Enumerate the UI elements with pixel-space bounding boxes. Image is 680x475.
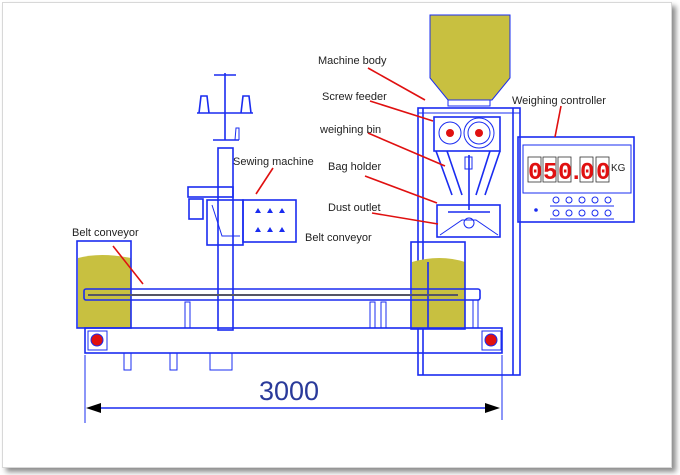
display-unit: KG	[611, 163, 626, 174]
weighing-bin	[435, 150, 501, 210]
dimension-label: 3000	[259, 376, 319, 406]
display-digit: 0	[558, 160, 572, 187]
hopper	[429, 14, 511, 107]
label-belt-conveyor-right: Belt conveyor	[305, 232, 372, 244]
label-dust-outlet: Dust outlet	[328, 202, 381, 214]
belt-conveyor	[83, 288, 481, 329]
sewing-machine	[187, 73, 297, 331]
label-bag-holder: Bag holder	[328, 161, 382, 173]
weight-display: 0 5 0 . 0 0 KG	[527, 156, 626, 187]
controller-buttons	[534, 196, 614, 220]
label-screw-feeder: Screw feeder	[322, 91, 387, 103]
display-digit: 5	[543, 160, 557, 187]
leader-lines	[112, 67, 562, 285]
weighing-controller: 0 5 0 . 0 0 KG	[517, 136, 635, 223]
diagram-frame	[2, 2, 672, 468]
display-decimal: .	[569, 160, 583, 187]
dimension-line: 3000	[84, 355, 503, 423]
label-weighing-bin: weighing bin	[319, 124, 381, 136]
screw-feeder	[433, 116, 501, 152]
bag-left	[76, 240, 132, 329]
display-digit: 0	[580, 160, 594, 187]
display-digit: 0	[596, 160, 610, 187]
bag-holder	[436, 204, 501, 238]
label-machine-body: Machine body	[318, 55, 387, 67]
display-digit: 0	[528, 160, 542, 187]
label-weighing-controller: Weighing controller	[512, 95, 606, 107]
label-sewing-machine: Sewing machine	[233, 156, 314, 168]
bag-right	[410, 241, 466, 330]
label-belt-conveyor-left: Belt conveyor	[72, 227, 139, 239]
base-frame	[84, 327, 503, 371]
